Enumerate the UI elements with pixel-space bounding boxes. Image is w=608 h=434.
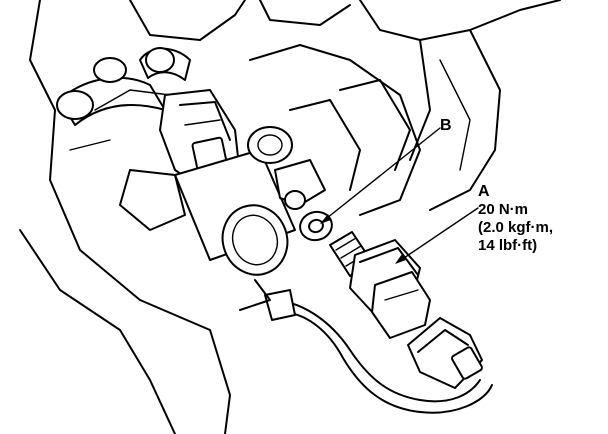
wiring-harness: [239, 279, 493, 414]
engine-housing: [19, 0, 561, 434]
callout-a-label: A: [478, 183, 490, 200]
torque-spec-line1: 20 N·m: [478, 201, 528, 218]
torque-spec-line3: 14 lbf·ft): [478, 237, 537, 254]
upper-hoses: [56, 47, 191, 126]
harness-connector: [407, 317, 483, 389]
leader-lines: [320, 127, 479, 264]
arrowhead-b: [320, 214, 331, 224]
callout-b-label: B: [440, 117, 452, 134]
solenoid-valve: [119, 149, 296, 276]
leader-line-a: [397, 207, 479, 263]
mounting-port: [247, 126, 326, 210]
torque-spec-line2: (2.0 kgf·m,: [478, 219, 553, 236]
pressure-switch: [329, 231, 431, 339]
sealing-washer: [299, 210, 333, 242]
arrowhead-a: [395, 254, 406, 264]
leader-line-b: [321, 127, 441, 223]
